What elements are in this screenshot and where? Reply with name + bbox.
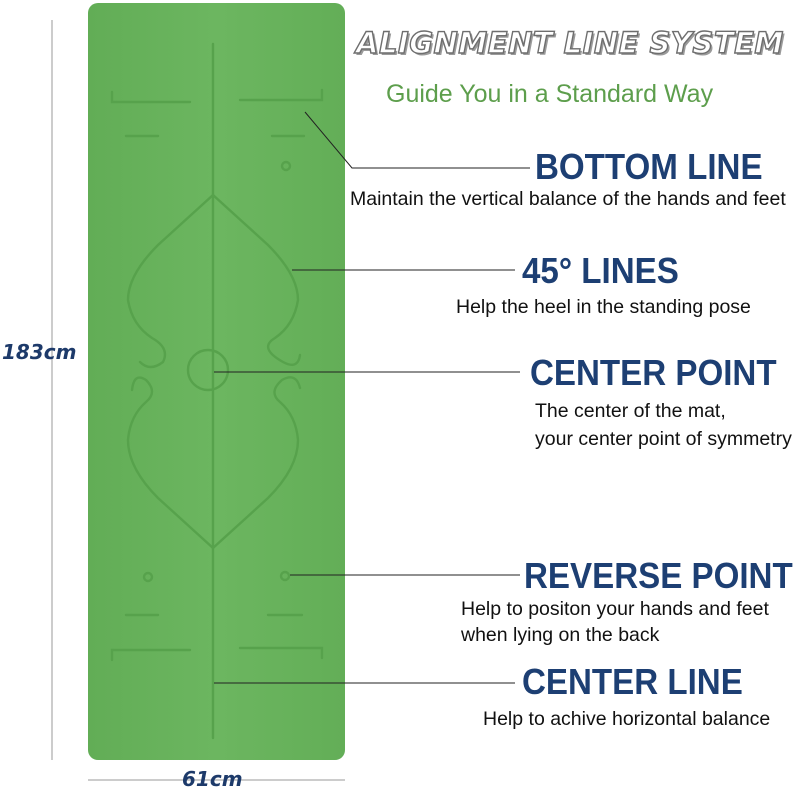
45-degree-lines-mark [126, 193, 215, 369]
bottom-line-desc: Maintain the vertical balance of the han… [350, 188, 786, 210]
center-line-desc: Help to achive horizontal balance [483, 708, 771, 730]
center-point-desc-line1: The center of the mat, [535, 400, 726, 422]
center-point-title: CENTER POINT [530, 352, 777, 393]
page-subtitle: Guide You in a Standard Way [386, 80, 714, 108]
reverse-point-desc-line2: when lying on the back [461, 624, 660, 646]
center-point-desc-line2: your center point of symmetry [535, 428, 792, 450]
bottom-line-mark [110, 90, 192, 104]
45-lines-title: 45° LINES [522, 250, 679, 291]
center-line-title: CENTER LINE [522, 661, 743, 702]
mat-alignment-lines [110, 42, 324, 740]
reverse-point-desc-line1: Help to positon your hands and feet [461, 598, 769, 620]
center-point-mark [186, 348, 230, 392]
pointer-lines [214, 111, 530, 684]
bottom-line-title: BOTTOM LINE [535, 146, 763, 187]
reverse-point-title: REVERSE POINT [524, 555, 793, 596]
height-label: 183cm [2, 340, 77, 364]
width-label: 61cm [182, 767, 243, 791]
pointer-bottom-line [304, 111, 530, 169]
reverse-point-mark [142, 571, 154, 583]
45-lines-desc: Help the heel in the standing pose [456, 296, 751, 318]
yoga-mat [88, 3, 345, 760]
page-title: ALIGNMENT LINE SYSTEM [355, 25, 784, 60]
